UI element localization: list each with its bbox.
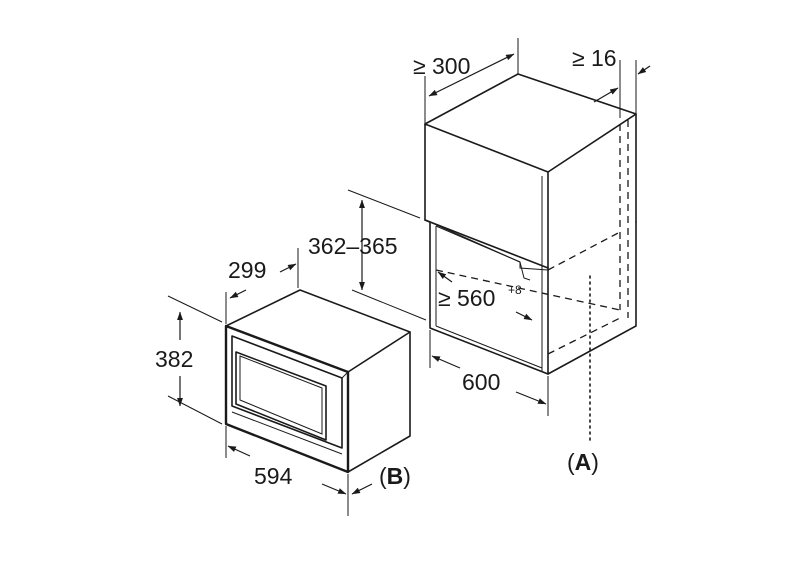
- label-side-gap: ≥ 16: [572, 45, 617, 71]
- window-inner: [239, 355, 323, 435]
- appliance-side: [347, 331, 411, 473]
- dim-appliance-height: 382: [155, 295, 223, 425]
- ref-b-arrow: [351, 483, 373, 495]
- ref-label-b: (B): [379, 463, 411, 489]
- ref-label-a: (A): [567, 449, 599, 475]
- label-appliance-width: 594: [254, 463, 293, 489]
- dim-niche-height: 362–365: [308, 189, 427, 321]
- dim-cabinet-depth: ≥ 300: [413, 38, 519, 124]
- dim-appliance-width: 594: [225, 426, 349, 516]
- label-appliance-height: 382: [155, 346, 193, 372]
- control-strip: [231, 411, 343, 455]
- label-cabinet-depth: ≥ 300: [413, 53, 470, 79]
- niche-bottom-side: [547, 221, 637, 375]
- appliance: [224, 289, 411, 474]
- dim-cabinet-width: 600: [429, 330, 549, 416]
- appliance-front: [224, 324, 350, 474]
- niche-bottom-inner: [435, 325, 543, 369]
- label-niche-tolerance: +8: [508, 283, 522, 297]
- niche-back-top: [429, 221, 549, 271]
- dim-niche-width: ≥ 560 +8: [437, 271, 533, 321]
- hidden-niche-floor: [547, 317, 621, 355]
- label-cabinet-width: 600: [462, 369, 500, 395]
- dim-side-gap: ≥ 16: [572, 45, 651, 118]
- door-frame: [231, 335, 343, 449]
- hidden-back-top: [547, 231, 621, 271]
- hidden-niche-back: [435, 269, 621, 311]
- label-niche-width: ≥ 560: [438, 285, 495, 311]
- wall-cabinet: [424, 66, 637, 445]
- bracket: [519, 261, 531, 281]
- niche-left-panel: [424, 219, 549, 375]
- dim-appliance-depth: 299: [225, 248, 299, 324]
- upper-cabinet-top: [424, 73, 637, 173]
- label-appliance-depth: 299: [228, 257, 266, 283]
- label-niche-height: 362–365: [308, 233, 398, 259]
- upper-cabinet-front: [424, 123, 549, 269]
- appliance-top: [225, 289, 411, 373]
- window-outer: [235, 351, 327, 441]
- front-edge-right: [341, 371, 349, 379]
